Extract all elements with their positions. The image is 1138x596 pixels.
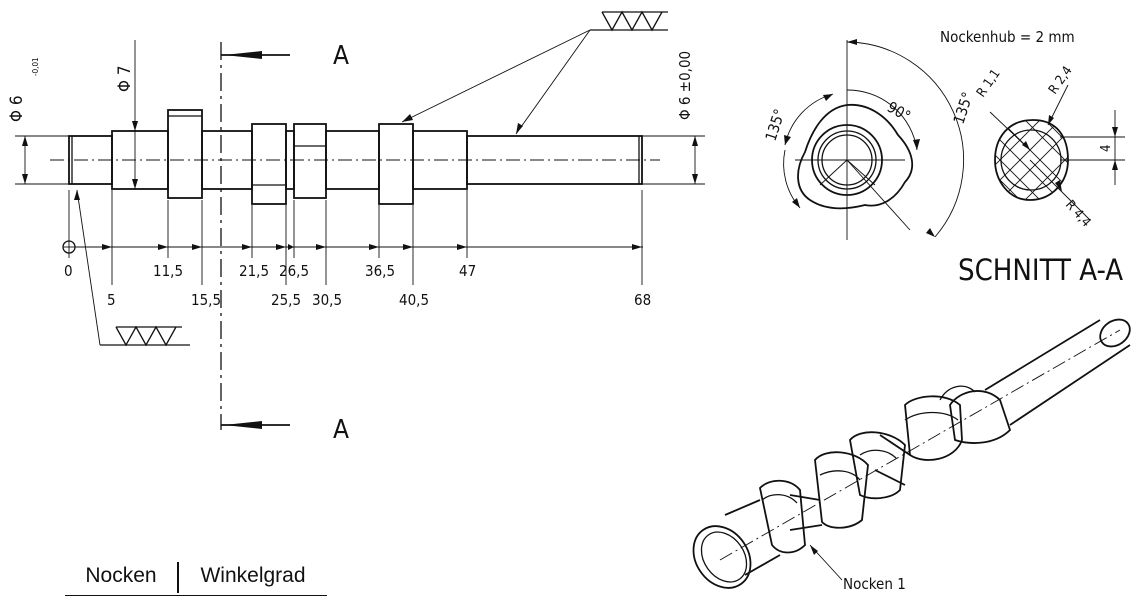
x-dim-47: 47	[459, 262, 476, 280]
section-line: A A	[220, 41, 349, 445]
x-dim-15-5: 15,5	[191, 291, 221, 309]
x-dim-21-5: 21,5	[239, 262, 269, 280]
dia-left-tolerance: -0,01	[31, 57, 40, 76]
cam-3	[293, 123, 327, 199]
surface-finish-symbol-bottom	[74, 189, 190, 347]
x-dim-36-5: 36,5	[365, 262, 395, 280]
table-header-angle: Winkelgrad	[200, 564, 306, 587]
dia-right-label: Φ 6 ±0,00	[676, 51, 694, 120]
iso-journal-left	[724, 499, 781, 576]
x-dim-5: 5	[107, 291, 116, 309]
radius-2-4: R 2,4	[1046, 64, 1076, 98]
iso-cam-2	[814, 451, 869, 529]
diameter-dimension-bearing: Φ 7	[115, 40, 138, 189]
diameter-dimension-left: Φ 6 -0,01	[7, 57, 69, 185]
cam-base-circle	[811, 124, 883, 196]
radius-1-1: R 1,1	[974, 67, 1004, 101]
shaft-side-view	[50, 109, 660, 205]
iso-collar	[949, 390, 1012, 444]
cam-1	[167, 109, 203, 199]
angle-135-right: 135°	[950, 90, 977, 126]
dia-bearing-label: Φ 7	[115, 65, 135, 92]
section-marker-top: A	[333, 41, 349, 71]
cam-lift-label: Nockenhub = 2 mm	[940, 28, 1075, 46]
shaft-journal-right	[466, 135, 643, 185]
iso-cam-4	[904, 395, 963, 461]
cam-angle-table: Nocken Winkelgrad	[65, 560, 327, 596]
x-dim-0: 0	[64, 262, 73, 280]
x-dimension-chain: 0 5 11,5 15,5 21,5 25,5 26,5 30,5 36,5 4…	[62, 190, 651, 309]
cam-4	[378, 123, 414, 205]
hatched-section-outline	[994, 119, 1069, 201]
table-header-cam: Nocken	[85, 564, 157, 587]
x-dim-40-5: 40,5	[399, 291, 429, 309]
shaft-outer-circle	[817, 130, 877, 190]
cam-2	[251, 123, 287, 205]
x-dim-30-5: 30,5	[312, 291, 342, 309]
dia-left-label: Φ 6	[7, 95, 27, 122]
isometric-view: Nocken 1	[692, 318, 1131, 593]
iso-shaft-front-face	[692, 525, 752, 589]
cam-lift-note: Nockenhub = 2 mm	[940, 28, 1075, 46]
iso-cam-1	[759, 479, 806, 554]
cam-lobe-profile	[797, 104, 914, 210]
iso-cam-3	[849, 431, 906, 500]
table-column-divider	[177, 562, 179, 593]
section-view-hatched: 4 R 1,1 R 2,4 R 4,4	[974, 64, 1125, 231]
section-marker-bottom: A	[333, 415, 349, 445]
radius-4-4: R 4,4	[1062, 198, 1094, 231]
x-dim-68: 68	[634, 291, 651, 309]
shaft-inner-circle	[821, 134, 873, 186]
dim-4-label: 4	[1099, 145, 1114, 152]
section-view-cam: 135° 90° 135°	[762, 39, 977, 240]
x-dim-11-5: 11,5	[153, 262, 183, 280]
x-dim-26-5: 26,5	[279, 262, 309, 280]
section-title: SCHNITT A-A	[958, 253, 1123, 287]
iso-shaft-end	[1099, 318, 1131, 348]
diameter-dimension-right: Φ 6 ±0,00	[642, 51, 705, 185]
x-dim-25-5: 25,5	[271, 291, 301, 309]
surface-finish-symbol-top	[401, 10, 668, 135]
iso-cam-label: Nocken 1	[843, 575, 906, 593]
